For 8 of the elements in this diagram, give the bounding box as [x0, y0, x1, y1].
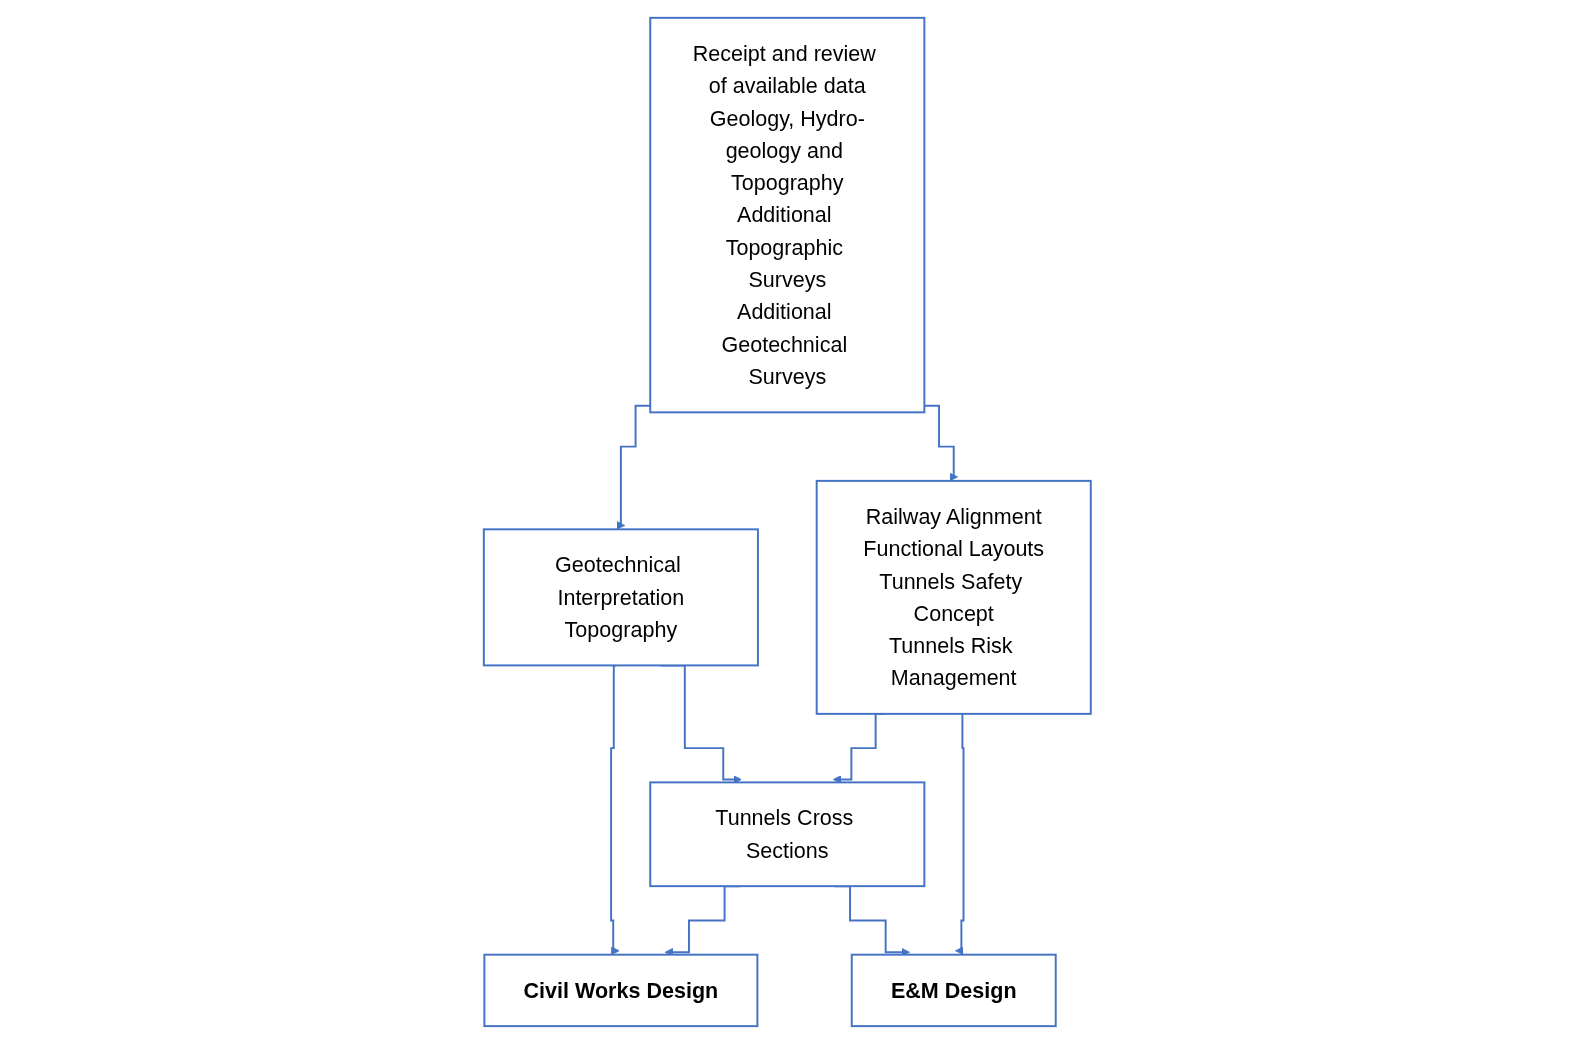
node-box: Civil Works Design: [483, 953, 759, 1028]
node-box: Receipt and review of available data Geology, Hydro-geology and Topography Additional Topographic Surveys Additional Geotechnical Surveys: [649, 16, 926, 414]
node-box: E&M Design: [850, 953, 1057, 1028]
node-box: Railway Alignment Functional Layouts Tunnels Safety Concept Tunnels Risk Management: [815, 479, 1092, 715]
node-box: Geotechnical Interpretation Topography: [483, 528, 760, 667]
arrow: [610, 664, 620, 956]
node-box: Tunnels Cross Sections: [649, 781, 926, 888]
arrow: [955, 712, 965, 956]
